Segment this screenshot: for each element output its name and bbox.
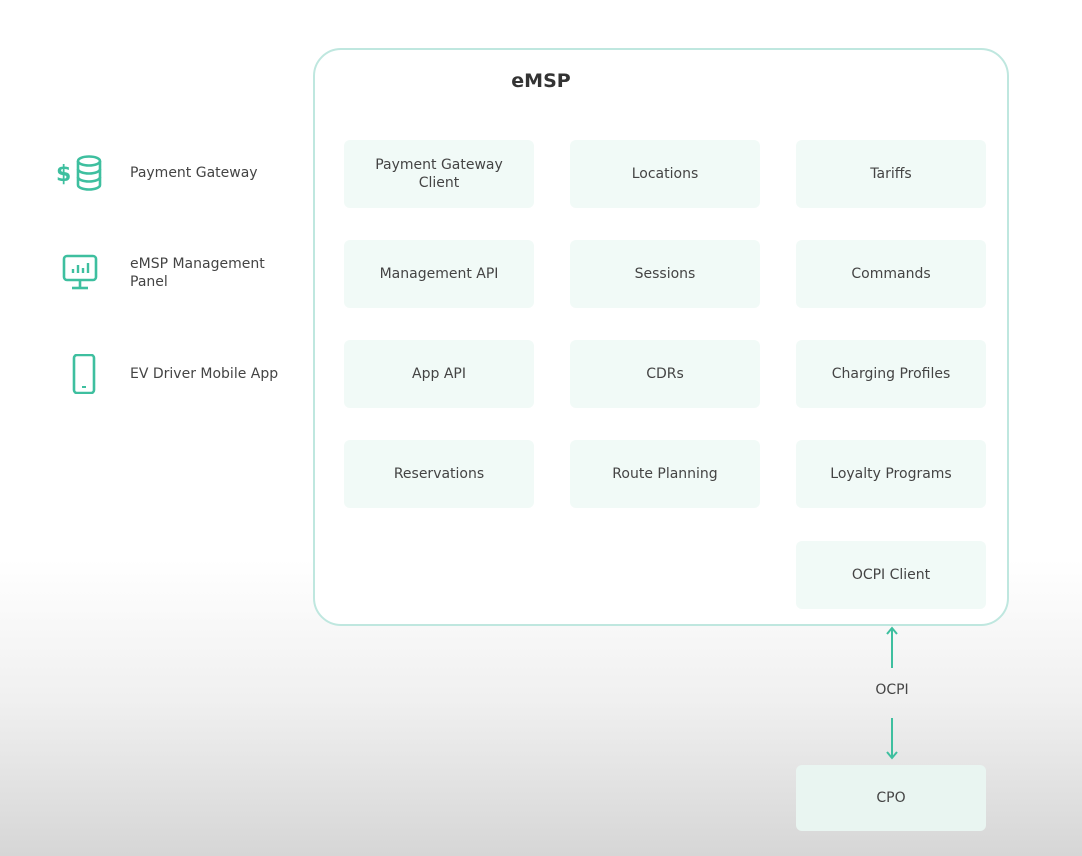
arrow-up-icon [886,626,898,668]
module-ocpi-client: OCPI Client [796,541,986,609]
emsp-frame [313,48,1009,626]
module-cdrs: CDRs [570,340,760,408]
legend-mobile-app: EV Driver Mobile App [54,354,300,394]
module-management-api: Management API [344,240,534,308]
mobile-phone-icon [54,354,118,394]
legend-label: EV Driver Mobile App [130,366,279,382]
legend-label: eMSP Management Panel [130,256,265,290]
module-app-api: App API [344,340,534,408]
protocol-label: OCPI [875,682,909,698]
monitor-chart-icon [54,253,118,293]
module-charging-profiles: Charging Profiles [796,340,986,408]
svg-text:$: $ [56,162,71,187]
module-loyalty-programs: Loyalty Programs [796,440,986,508]
module-tariffs: Tariffs [796,140,986,208]
module-locations: Locations [570,140,760,208]
emsp-title: eMSP [511,70,571,92]
legend-label: Payment Gateway [130,165,258,181]
arrow-down-icon [886,718,898,760]
cpo-box: CPO [796,765,986,831]
payment-database-icon: $ [54,153,118,193]
module-reservations: Reservations [344,440,534,508]
module-route-planning: Route Planning [570,440,760,508]
module-payment-gateway-client: Payment Gateway Client [344,140,534,208]
legend-management-panel: eMSP Management Panel [54,253,300,293]
legend-payment-gateway: $ Payment Gateway [54,153,300,193]
module-sessions: Sessions [570,240,760,308]
module-commands: Commands [796,240,986,308]
